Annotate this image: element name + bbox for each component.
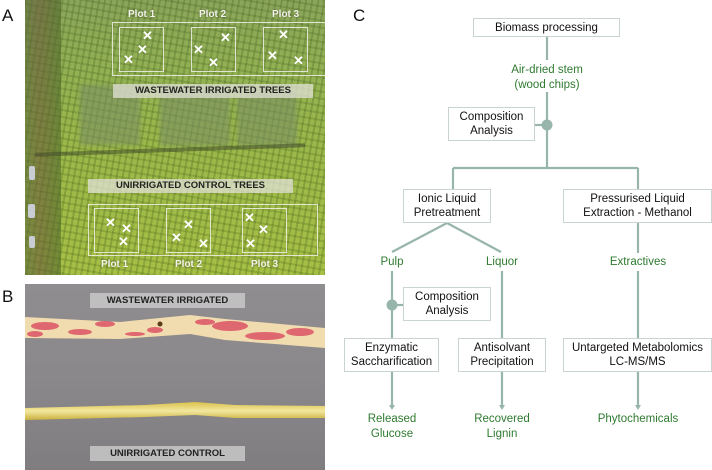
sample-mark: ✕ xyxy=(244,210,255,225)
sample-mark: ✕ xyxy=(121,221,132,236)
arrowhead-phytochemicals xyxy=(635,405,641,410)
plot-box xyxy=(191,27,236,72)
arrowhead-lignin xyxy=(499,405,505,410)
node-text: Saccharification xyxy=(350,356,433,368)
plot-box xyxy=(119,27,164,72)
node-text: Analysis xyxy=(470,125,513,137)
node-text: Extraction - Methanol xyxy=(583,207,692,219)
sample-mark: ✕ xyxy=(293,53,304,68)
road xyxy=(25,0,61,275)
irrigated-stem-banner: WASTEWATER IRRIGATED xyxy=(90,293,245,308)
sample-mark: ✕ xyxy=(278,27,289,42)
node-biomass-processing: Biomass processing xyxy=(473,18,620,37)
plot-box xyxy=(94,208,139,253)
node-composition-analysis-2: Composition Analysis xyxy=(403,287,491,321)
plot-label-bottom-1: Plot 1 xyxy=(101,259,129,270)
stem-comparison-photo: WASTEWATER IRRIGATED UNIRRIGATED CONTROL xyxy=(25,284,325,470)
connector-ionic-to-pulp xyxy=(391,222,448,253)
parked-car xyxy=(29,166,35,180)
node-untargeted-metabolomics: Untargeted Metabolomics LC-MS/MS xyxy=(563,338,712,372)
node-text: Ionic Liquid xyxy=(417,193,477,205)
label-line: Glucose xyxy=(370,428,414,440)
sample-mark: ✕ xyxy=(118,234,129,249)
plot-label-top-1: Plot 1 xyxy=(128,9,156,20)
label-air-dried-stem: Air-dried stem (wood chips) xyxy=(511,63,583,93)
sample-mark: ✕ xyxy=(142,28,153,43)
node-text: Untargeted Metabolomics xyxy=(571,342,704,354)
plot-box xyxy=(263,27,308,72)
node-ionic-liquid-pretreatment: Ionic Liquid Pretreatment xyxy=(403,189,491,223)
label-liquor: Liquor xyxy=(486,256,518,268)
label-released-glucose: Released Glucose xyxy=(368,412,417,442)
label-line: Recovered xyxy=(474,413,530,425)
node-text: Composition xyxy=(415,291,479,303)
sample-mark: ✕ xyxy=(198,236,209,251)
irrigated-plots-frame xyxy=(112,22,325,76)
red-stain-patches xyxy=(27,319,314,340)
label-line: Released xyxy=(367,413,417,425)
sample-mark: ✕ xyxy=(267,48,278,63)
stem-knot xyxy=(157,321,163,327)
sample-mark: ✕ xyxy=(123,52,134,67)
branch-dot-composition-1 xyxy=(541,119,553,131)
sample-mark: ✕ xyxy=(220,30,231,45)
sample-mark: ✕ xyxy=(245,236,256,251)
stems-illustration xyxy=(25,315,325,420)
sample-mark: ✕ xyxy=(171,230,182,245)
node-text: Antisolvant xyxy=(473,342,531,354)
sample-mark: ✕ xyxy=(105,215,116,230)
tree-block xyxy=(237,90,297,146)
connector-ionic-to-liquor xyxy=(446,222,502,253)
sample-mark: ✕ xyxy=(258,222,269,237)
node-text: Pressurised Liquid xyxy=(590,193,685,205)
control-trees-banner: UNIRRIGATED CONTROL TREES xyxy=(88,179,293,193)
label-recovered-lignin: Recovered Lignin xyxy=(474,412,530,442)
label-pulp: Pulp xyxy=(380,256,404,268)
arrowhead-glucose xyxy=(389,405,395,410)
label-line: (wood chips) xyxy=(514,79,580,91)
label-line: Lignin xyxy=(486,428,518,440)
control-stem-banner: UNIRRIGATED CONTROL xyxy=(90,446,245,461)
node-text: Composition xyxy=(459,111,524,123)
plot-label-top-2: Plot 2 xyxy=(199,9,227,20)
node-text: Pretreatment xyxy=(413,207,481,219)
control-plots-frame xyxy=(88,204,318,256)
control-stem xyxy=(25,402,325,420)
sample-mark: ✕ xyxy=(208,55,219,70)
node-text: Biomass processing xyxy=(495,21,598,34)
node-antisolvant-precipitation: Antisolvant Precipitation xyxy=(458,338,546,372)
plot-box xyxy=(242,208,287,253)
panel-c-letter: C xyxy=(353,6,366,25)
node-text: Analysis xyxy=(425,305,469,317)
sample-mark: ✕ xyxy=(193,42,204,57)
node-text: LC-MS/MS xyxy=(609,356,666,368)
plot-label-bottom-2: Plot 2 xyxy=(175,259,203,270)
sample-mark: ✕ xyxy=(183,217,194,232)
plot-label-top-3: Plot 3 xyxy=(272,9,300,20)
node-composition-analysis-1: Composition Analysis xyxy=(448,107,535,141)
parked-car xyxy=(29,236,35,248)
panel-a-letter: A xyxy=(2,6,14,25)
sample-mark: ✕ xyxy=(137,42,148,57)
label-extractives: Extractives xyxy=(609,256,667,268)
node-text: Precipitation xyxy=(470,356,534,368)
node-text: Enzymatic xyxy=(364,342,419,354)
aerial-field-photo: Plot 1 Plot 2 Plot 3 ✕ ✕ ✕ ✕ ✕ ✕ ✕ ✕ ✕ W… xyxy=(25,0,325,275)
node-pressurised-liquid-extraction: Pressurised Liquid Extraction - Methanol xyxy=(563,189,712,223)
node-enzymatic-saccharification: Enzymatic Saccharification xyxy=(344,338,439,372)
plot-label-bottom-3: Plot 3 xyxy=(251,259,279,270)
panel-b-letter: B xyxy=(2,287,14,306)
label-phytochemicals: Phytochemicals xyxy=(597,413,679,425)
branch-dot-composition-2 xyxy=(386,299,398,311)
parked-car xyxy=(28,204,35,218)
label-line: Air-dried stem xyxy=(511,64,583,76)
plot-box xyxy=(166,208,211,253)
irrigated-trees-banner: WASTEWATER IRRIGATED TREES xyxy=(113,84,313,98)
